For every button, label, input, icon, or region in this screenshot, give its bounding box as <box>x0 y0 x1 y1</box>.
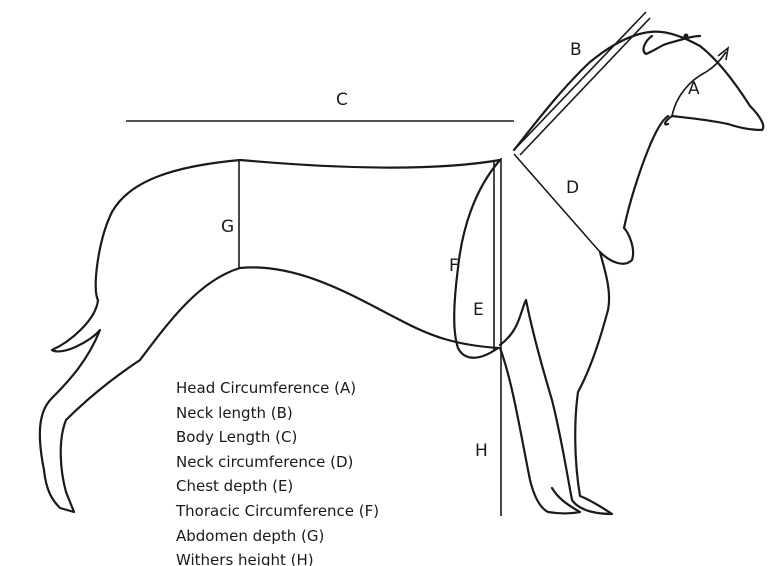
dog-outline-ear <box>644 36 700 54</box>
dog-outline-front-leg-rear <box>500 348 580 514</box>
label-h: H <box>475 443 488 460</box>
label-d: D <box>566 180 579 197</box>
measure-line-d-top <box>514 154 600 252</box>
legend-item-chest-depth: Chest depth (E) <box>176 474 379 499</box>
legend-item-thoracic-circumference: Thoracic Circumference (F) <box>176 499 379 524</box>
label-g: G <box>221 219 234 236</box>
dog-outline-head <box>650 32 763 130</box>
legend-item-withers-height: Withers height (H) <box>176 548 379 566</box>
legend-item-neck-length: Neck length (B) <box>176 401 379 426</box>
label-e: E <box>473 302 484 319</box>
legend-item-body-length: Body Length (C) <box>176 425 379 450</box>
label-b: B <box>570 42 582 59</box>
measurement-legend: Head Circumference (A) Neck length (B) B… <box>176 376 379 566</box>
label-a: A <box>688 81 700 98</box>
legend-item-neck-circumference: Neck circumference (D) <box>176 450 379 475</box>
dog-outline-neck-top <box>514 32 650 150</box>
measure-line-b-inner <box>520 18 650 155</box>
label-c: C <box>336 92 348 109</box>
dog-eye <box>685 35 688 38</box>
dog-outline-neck-front <box>600 116 668 264</box>
legend-item-abdomen-depth: Abdomen depth (G) <box>176 524 379 549</box>
legend-item-head-circumference: Head Circumference (A) <box>176 376 379 401</box>
label-f: F <box>449 258 459 275</box>
measure-line-b <box>514 12 646 150</box>
dog-outline-chest <box>454 160 500 358</box>
measure-loop-a-arrow <box>718 48 728 60</box>
dog-outline-front-leg-front <box>500 252 612 514</box>
